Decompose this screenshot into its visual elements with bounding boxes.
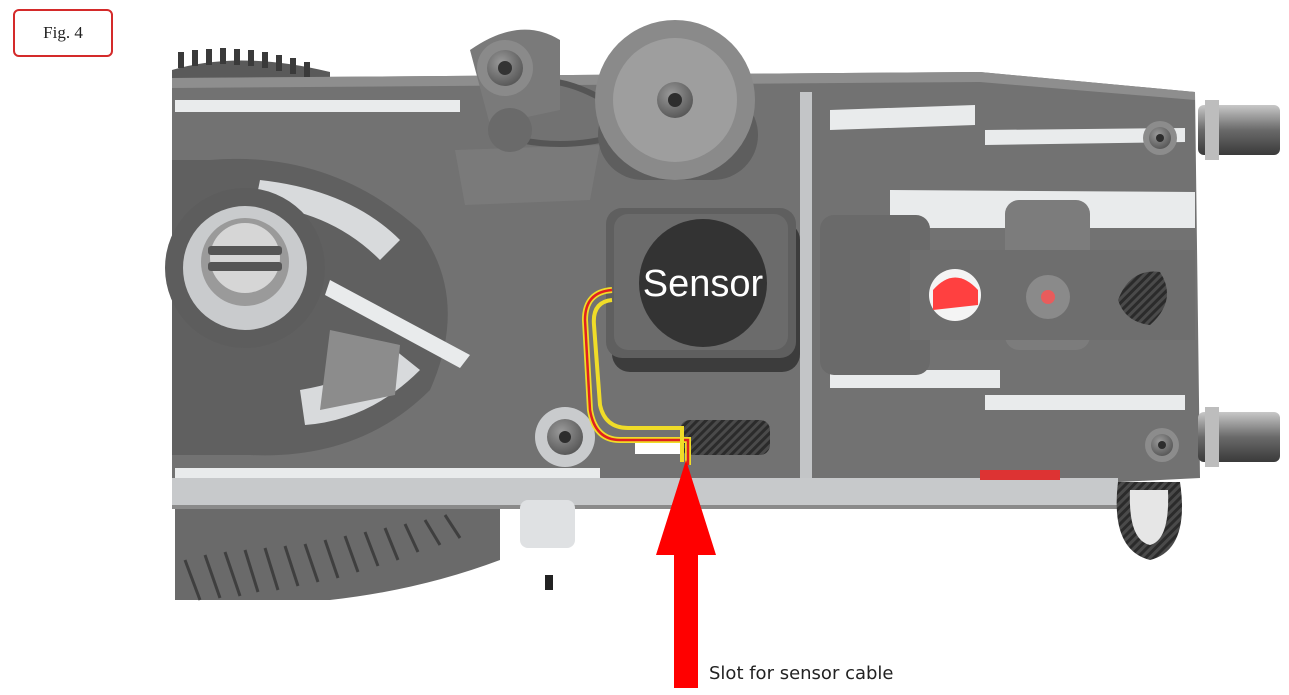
- center-collet-icon: [165, 188, 325, 348]
- small-pulley-icon: [470, 29, 560, 152]
- sensor-label: Sensor: [643, 263, 764, 305]
- screw-icon: [535, 121, 1179, 467]
- sensor-module: [606, 208, 800, 372]
- arrow-up-icon: [656, 460, 716, 688]
- large-pulley-icon: [595, 20, 758, 180]
- sensor-cable: [581, 287, 691, 465]
- slot-caption: Slot for sensor cable: [709, 663, 894, 684]
- cable-slot: [680, 420, 770, 455]
- lower-gear-icon: [175, 495, 500, 601]
- lower-post: [520, 500, 575, 548]
- figure-label: Fig. 4: [13, 9, 113, 57]
- frame-ribs: [175, 92, 1195, 478]
- guide-rods: [1198, 100, 1280, 467]
- right-frame-detail: [820, 200, 1195, 480]
